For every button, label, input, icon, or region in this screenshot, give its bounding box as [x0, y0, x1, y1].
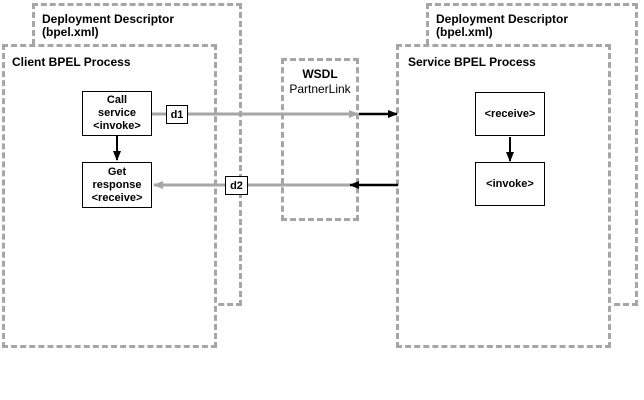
wsdl-partnerlink-label: PartnerLink [289, 82, 351, 96]
service-bpel-process-title: Service BPEL Process [408, 55, 536, 69]
get-response-line3: <receive> [91, 191, 143, 204]
d1-document-tag: d1 [166, 105, 188, 124]
service-receive-label: <receive> [484, 107, 536, 120]
d2-document-tag: d2 [225, 176, 248, 195]
service-invoke-box: <invoke> [475, 162, 545, 206]
get-response-line1: Get [107, 165, 127, 178]
right-deployment-descriptor-title: Deployment Descriptor [436, 12, 569, 26]
call-service-line2: service [98, 107, 136, 119]
left-deployment-descriptor-title: Deployment Descriptor [42, 12, 175, 26]
get-response-receive-box: Get response <receive> [82, 162, 152, 208]
wsdl-partnerlink-frame [281, 58, 359, 221]
call-service-invoke-box: Call service <invoke> [82, 91, 152, 136]
right-deployment-descriptor-file: (bpel.xml) [436, 25, 493, 39]
get-response-line2: response [92, 178, 142, 191]
wsdl-title: WSDL [302, 67, 338, 81]
service-receive-box: <receive> [475, 92, 545, 136]
client-bpel-process-title: Client BPEL Process [12, 55, 131, 69]
service-invoke-label: <invoke> [486, 177, 534, 190]
left-deployment-descriptor-file: (bpel.xml) [42, 25, 99, 39]
call-service-line3: <invoke> [93, 120, 141, 132]
call-service-line1: Call [106, 94, 128, 106]
